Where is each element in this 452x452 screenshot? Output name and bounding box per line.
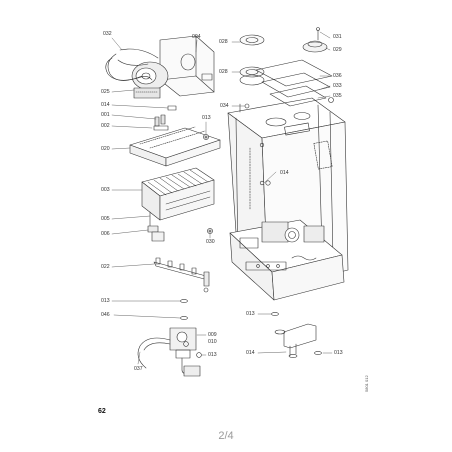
document-code: 5801 012	[364, 375, 369, 392]
label-020: 020	[101, 146, 110, 152]
label-014-lower: 014	[246, 350, 255, 356]
page-number: 62	[98, 408, 106, 415]
label-004: 004	[192, 34, 201, 40]
label-033: 033	[333, 83, 342, 89]
label-046: 046	[101, 312, 110, 318]
label-035: 035	[333, 93, 342, 99]
label-001: 001	[101, 112, 110, 118]
label-013-lower-right: 013	[334, 350, 343, 356]
label-034: 034	[220, 103, 229, 109]
leader-lines	[111, 31, 333, 365]
label-030: 030	[206, 239, 215, 245]
label-014-middle: 014	[280, 170, 289, 176]
label-013-right: 013	[246, 311, 255, 317]
label-025: 025	[101, 89, 110, 95]
label-006: 006	[101, 231, 110, 237]
label-031: 031	[333, 34, 342, 40]
gas-valve	[137, 327, 201, 377]
seals-and-rings	[239, 27, 334, 113]
label-013-upper: 013	[202, 115, 211, 121]
label-010: 010	[208, 339, 217, 345]
label-003: 003	[101, 187, 110, 193]
gas-manifold	[153, 257, 210, 293]
label-005: 005	[101, 216, 110, 222]
combustion-chamber	[129, 114, 221, 242]
label-032: 032	[103, 31, 112, 37]
label-029: 029	[333, 47, 342, 53]
label-014-upper: 014	[101, 102, 110, 108]
label-013-left: 013	[101, 298, 110, 304]
connection-pipe	[274, 323, 317, 358]
hydraulic-unit	[229, 219, 345, 301]
fan-assembly	[105, 35, 215, 99]
label-013-valve: 013	[208, 352, 217, 358]
label-028-top: 028	[219, 39, 228, 45]
label-002: 002	[101, 123, 110, 129]
label-022: 022	[101, 264, 110, 270]
label-028-lower: 028	[219, 69, 228, 75]
label-037: 037	[134, 366, 143, 372]
label-009: 009	[208, 332, 217, 338]
label-036: 036	[333, 73, 342, 79]
page-indicator: 2/4	[218, 430, 234, 442]
